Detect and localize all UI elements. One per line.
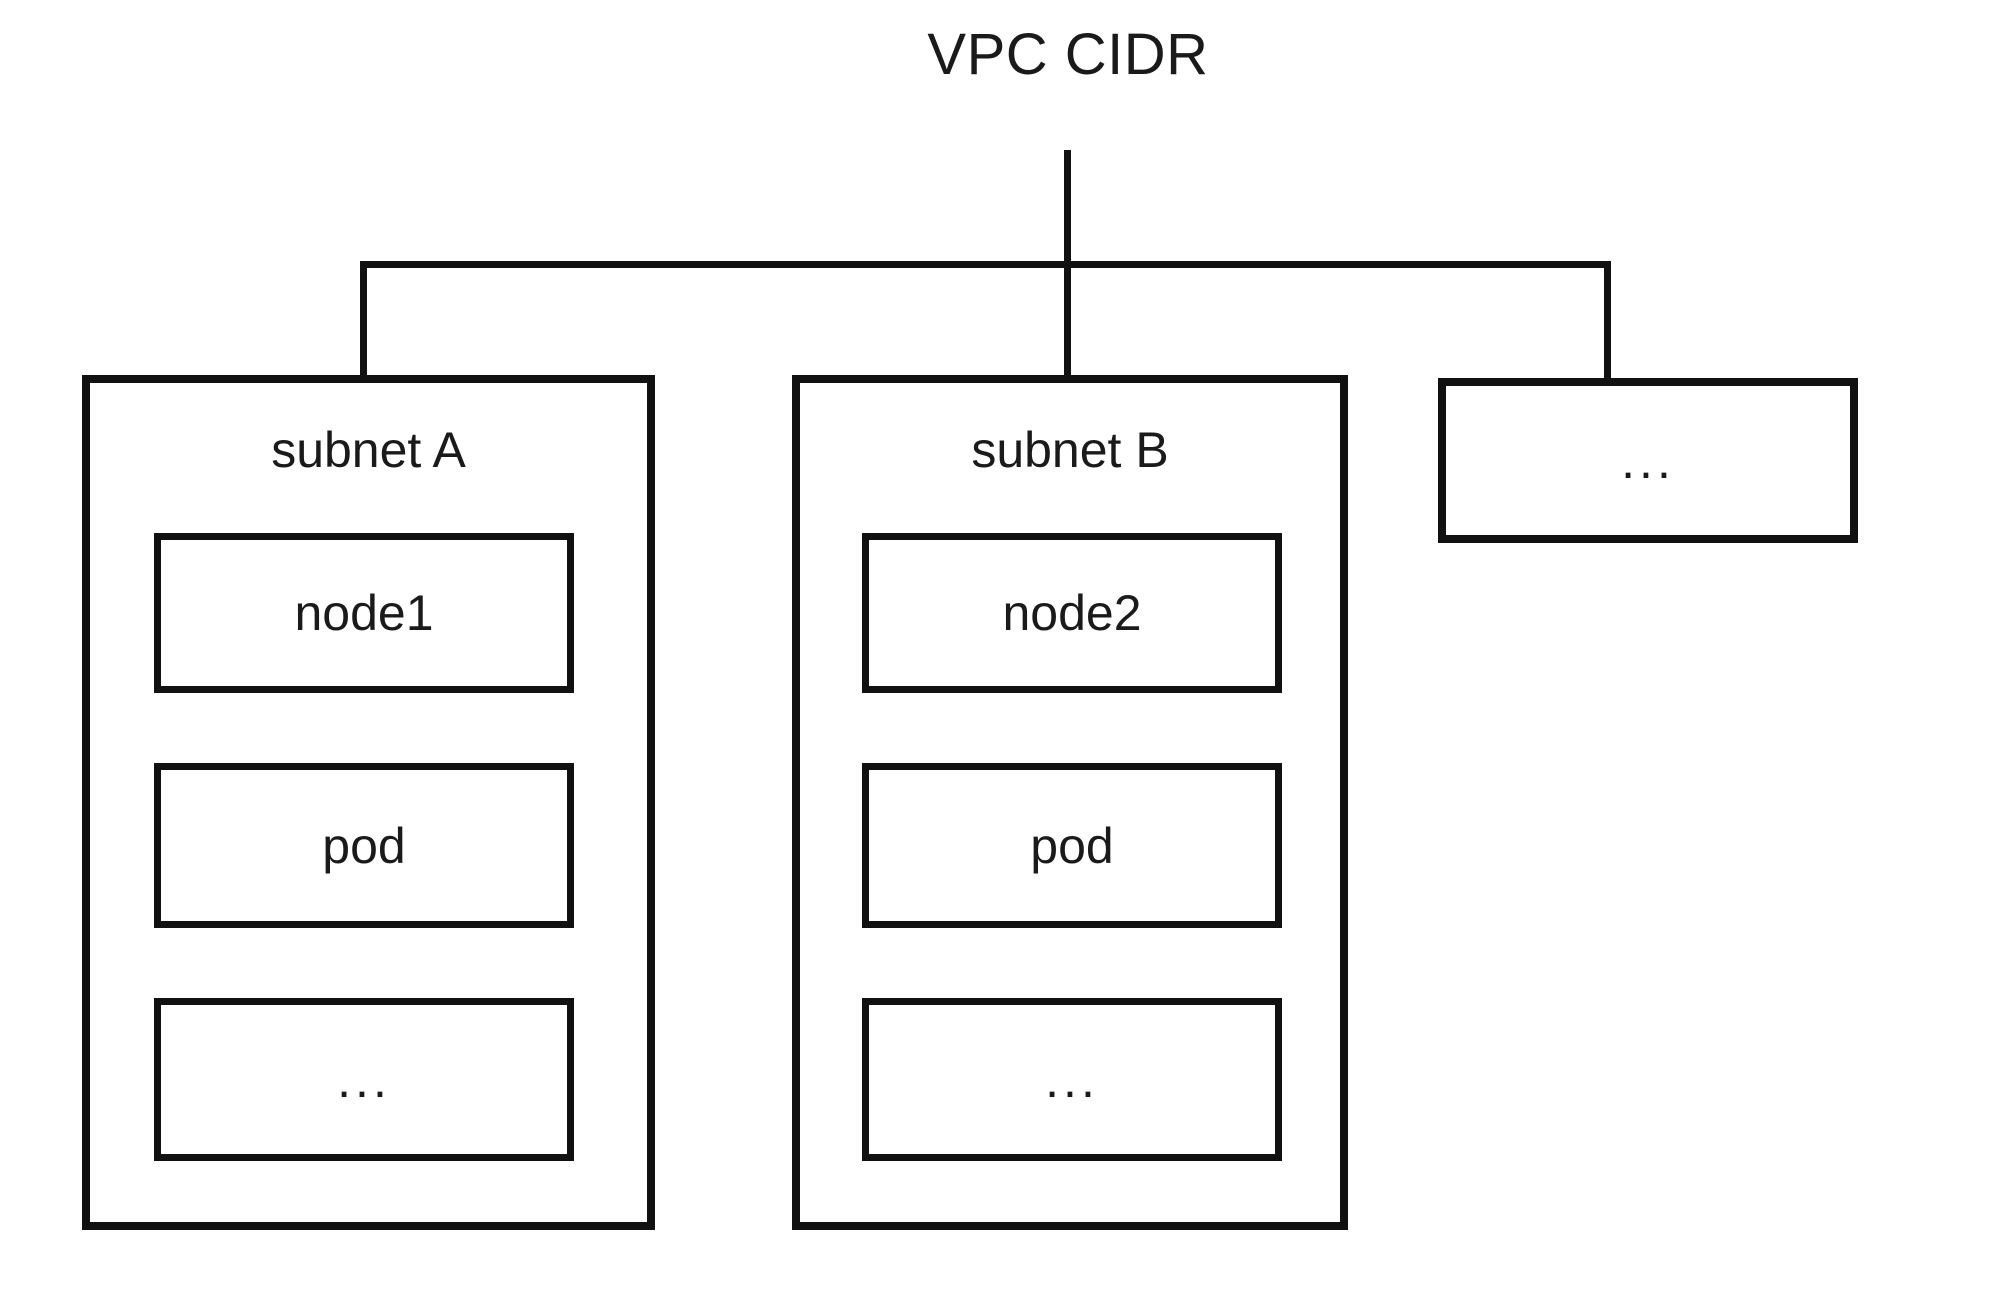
- connector-root-stem: [1064, 150, 1071, 268]
- more-b-label: ...: [1045, 1051, 1099, 1108]
- subnet-a-container[interactable]: subnet A node1 pod ...: [82, 375, 655, 1230]
- more-b-box[interactable]: ...: [862, 998, 1282, 1161]
- connector-horizontal-bus: [360, 261, 1611, 268]
- node2-label: node2: [1002, 585, 1142, 641]
- node1-box[interactable]: node1: [154, 533, 574, 693]
- more-subnets-box[interactable]: ...: [1438, 378, 1858, 543]
- pod-a-box[interactable]: pod: [154, 763, 574, 928]
- connector-branch-subnet-a: [360, 261, 367, 378]
- connector-branch-subnet-b: [1064, 261, 1071, 378]
- connector-branch-more-subnets: [1604, 261, 1611, 381]
- pod-b-box[interactable]: pod: [862, 763, 1282, 928]
- node2-box[interactable]: node2: [862, 533, 1282, 693]
- subnet-b-container[interactable]: subnet B node2 pod ...: [792, 375, 1348, 1230]
- more-a-box[interactable]: ...: [154, 998, 574, 1161]
- node1-label: node1: [294, 585, 434, 641]
- subnet-b-label: subnet B: [971, 422, 1169, 478]
- page-title: VPC CIDR: [927, 22, 1209, 87]
- more-a-label: ...: [337, 1051, 391, 1108]
- more-subnets-label: ...: [1621, 432, 1675, 489]
- subnet-a-label: subnet A: [271, 422, 466, 478]
- pod-a-label: pod: [322, 817, 406, 874]
- pod-b-label: pod: [1030, 817, 1114, 874]
